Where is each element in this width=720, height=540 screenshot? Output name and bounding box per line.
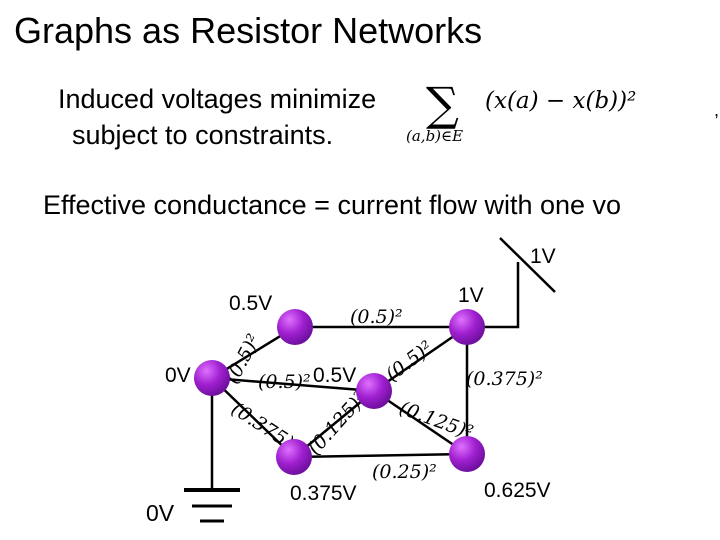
node-bottom-center [276,439,312,475]
label-top-left-node: 0.5V [229,292,272,315]
edge-label-top: (0.5)² [350,306,403,328]
trailing-mark: , [714,100,720,120]
label-center-node: 0.5V [313,364,356,387]
slide-title: Graphs as Resistor Networks [14,10,483,51]
label-bottom-right-node: 0.625V [484,479,551,502]
graph-nodes [194,309,485,475]
label-bottom-center-node: 0.375V [290,482,357,505]
edge-label-center-right: (0.5)² [382,337,437,386]
node-center [356,373,392,409]
edge-bottom [293,452,468,459]
bullet-conductance: Effective conductance = current flow wit… [43,190,622,220]
formula-sum-symbol: ∑ [426,77,459,131]
formula-body: (x(a) − x(b))² [485,88,636,114]
node-top-left [277,309,313,345]
voltage-labels: 1V 0.5V 1V 0V 0.5V 0.375V 0.625V 0V [146,245,556,526]
node-top-right [449,309,485,345]
battery-plate [499,237,556,293]
edge-label-center-left: (0.5)² [258,371,311,393]
label-left-node: 0V [165,364,191,387]
bullet-constraints: subject to constraints. [72,120,334,150]
label-battery-voltage: 1V [530,245,556,268]
edge-center-left [211,376,375,393]
formula-subscript: (a,b)∈E [406,127,463,145]
bullet-minimize-text: Induced voltages minimize [58,84,377,114]
bullet-minimize: Induced voltages minimize [58,84,376,115]
edge-right-diag [373,389,468,456]
edge-label-bottom: (0.25)² [372,461,437,483]
edge-left-lower [211,377,295,458]
edge-center-right [373,325,468,393]
node-bottom-right [449,436,485,472]
label-ground: 0V [146,500,175,526]
edge-label-right-vertical: (0.375)² [466,368,543,390]
node-left [194,360,230,396]
label-top-right-node: 1V [458,284,484,307]
